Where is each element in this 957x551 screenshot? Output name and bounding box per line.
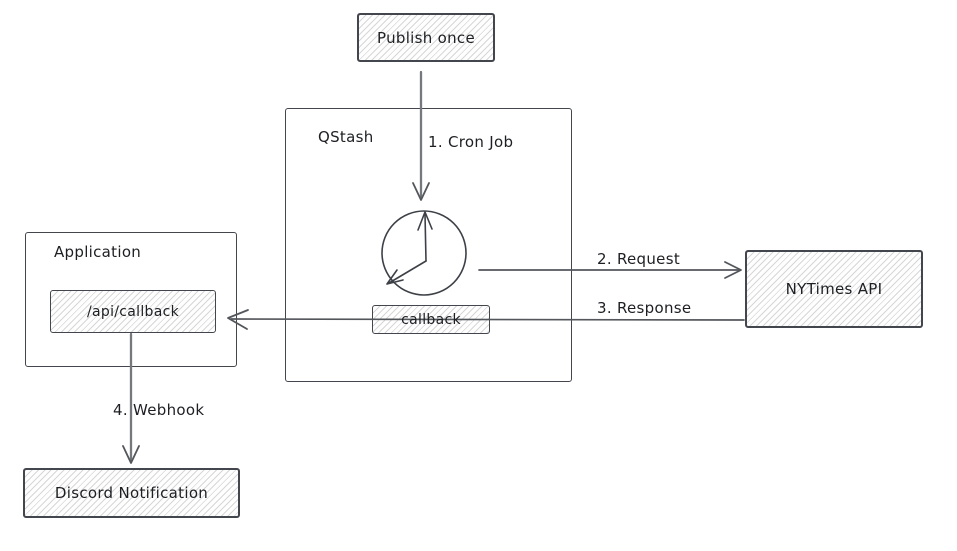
qstash-container-box	[285, 108, 572, 382]
webhook-label: 4. Webhook	[113, 401, 205, 419]
cron-job-label: 1. Cron Job	[428, 133, 514, 151]
nytimes-api-label: NYTimes API	[785, 280, 883, 298]
response-label: 3. Response	[597, 299, 692, 317]
discord-notification-label: Discord Notification	[54, 484, 209, 502]
publish-once-box	[357, 13, 495, 62]
application-label: Application	[54, 243, 142, 261]
discord-notification-box	[23, 468, 240, 518]
qstash-label: QStash	[318, 128, 374, 146]
api-callback-box	[50, 290, 216, 333]
nytimes-api-box	[745, 250, 923, 328]
request-label: 2. Request	[597, 250, 681, 268]
publish-once-label: Publish once	[377, 28, 475, 47]
api-callback-label: /api/callback	[86, 303, 179, 320]
callback-label: callback	[401, 311, 461, 328]
